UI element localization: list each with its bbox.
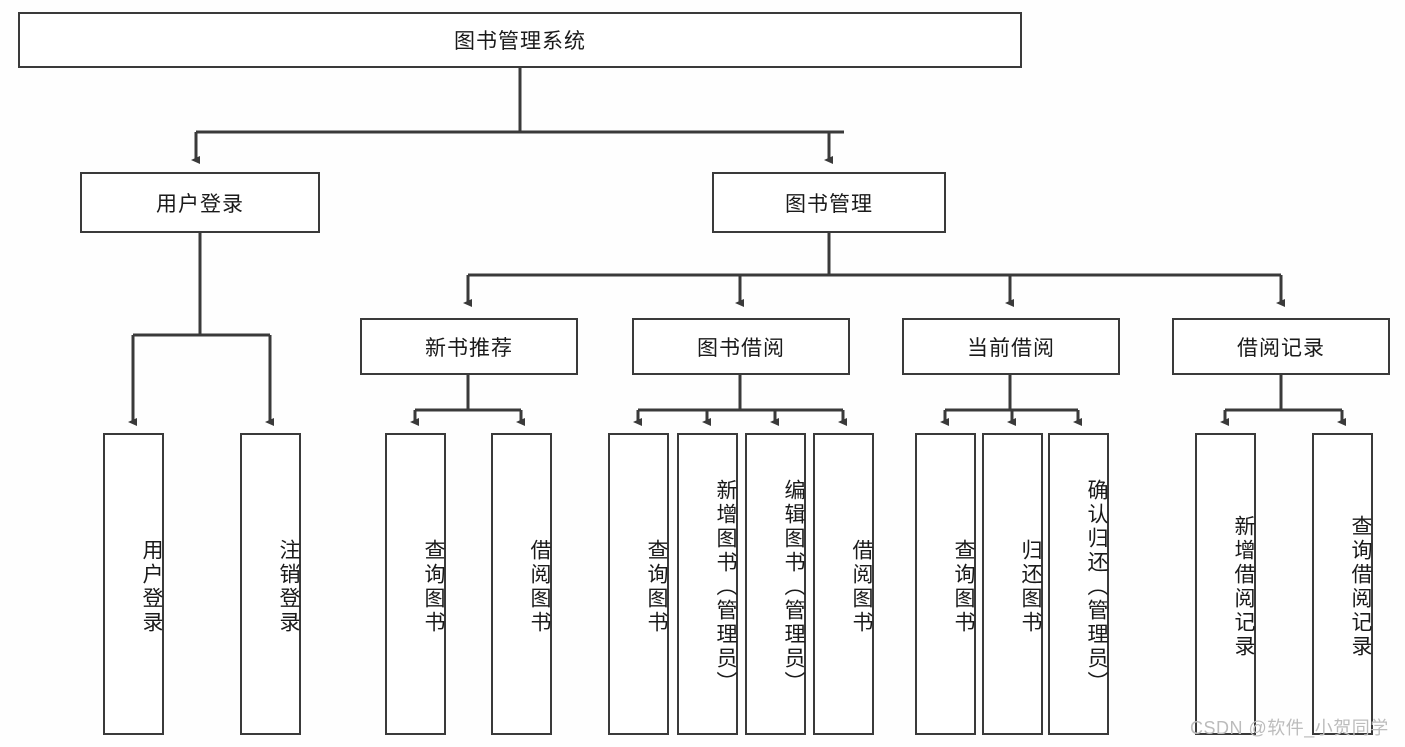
node-label: 查询图书 [952, 539, 975, 635]
node-label: 查询图书 [422, 539, 445, 635]
leaf-user-login-signin[interactable]: 用户登录 [103, 433, 164, 735]
node-label: 新书推荐 [425, 336, 513, 360]
leaf-book-borrow-query-book[interactable]: 查询图书 [608, 433, 669, 735]
node-label: 图书管理系统 [454, 30, 586, 53]
node-label: 图书管理 [785, 192, 873, 216]
node-label: 当前借阅 [967, 336, 1055, 360]
node-label: 确认归还（管理员） [1085, 479, 1108, 695]
node-label: 借阅图书 [850, 539, 873, 635]
leaf-new-book-query-book[interactable]: 查询图书 [385, 433, 446, 735]
node-label: 图书借阅 [697, 336, 785, 360]
leaf-current-borrow-return-book[interactable]: 归还图书 [982, 433, 1043, 735]
node-label: 借阅记录 [1237, 336, 1325, 360]
node-label: 新增图书（管理员） [714, 479, 737, 695]
node-label: 查询图书 [645, 539, 668, 635]
leaf-user-login-signout[interactable]: 注销登录 [240, 433, 301, 735]
node-label: 注销登录 [277, 539, 300, 635]
leaf-borrow-record-query-record[interactable]: 查询借阅记录 [1312, 433, 1373, 735]
leaf-current-borrow-query-book[interactable]: 查询图书 [915, 433, 976, 735]
leaf-book-borrow-borrow-book[interactable]: 借阅图书 [813, 433, 874, 735]
node-book-management[interactable]: 图书管理 [712, 172, 946, 233]
node-current-borrow[interactable]: 当前借阅 [902, 318, 1120, 375]
node-new-book-recommend[interactable]: 新书推荐 [360, 318, 578, 375]
node-book-borrow[interactable]: 图书借阅 [632, 318, 850, 375]
node-label: 编辑图书（管理员） [782, 479, 805, 695]
leaf-book-borrow-add-book[interactable]: 新增图书（管理员） [677, 433, 738, 735]
node-label: 查询借阅记录 [1349, 515, 1372, 659]
node-borrow-record[interactable]: 借阅记录 [1172, 318, 1390, 375]
leaf-current-borrow-confirm-return[interactable]: 确认归还（管理员） [1048, 433, 1109, 735]
leaf-book-borrow-edit-book[interactable]: 编辑图书（管理员） [745, 433, 806, 735]
leaf-new-book-borrow-book[interactable]: 借阅图书 [491, 433, 552, 735]
node-root-book-management-system[interactable]: 图书管理系统 [18, 12, 1022, 68]
leaf-borrow-record-add-record[interactable]: 新增借阅记录 [1195, 433, 1256, 735]
node-label: 归还图书 [1019, 539, 1042, 635]
node-user-login[interactable]: 用户登录 [80, 172, 320, 233]
watermark-csdn: CSDN @软件_小贺同学 [1190, 718, 1389, 738]
node-label: 用户登录 [140, 539, 163, 635]
node-label: 新增借阅记录 [1232, 515, 1255, 659]
node-label: 用户登录 [156, 192, 244, 216]
node-label: 借阅图书 [528, 539, 551, 635]
